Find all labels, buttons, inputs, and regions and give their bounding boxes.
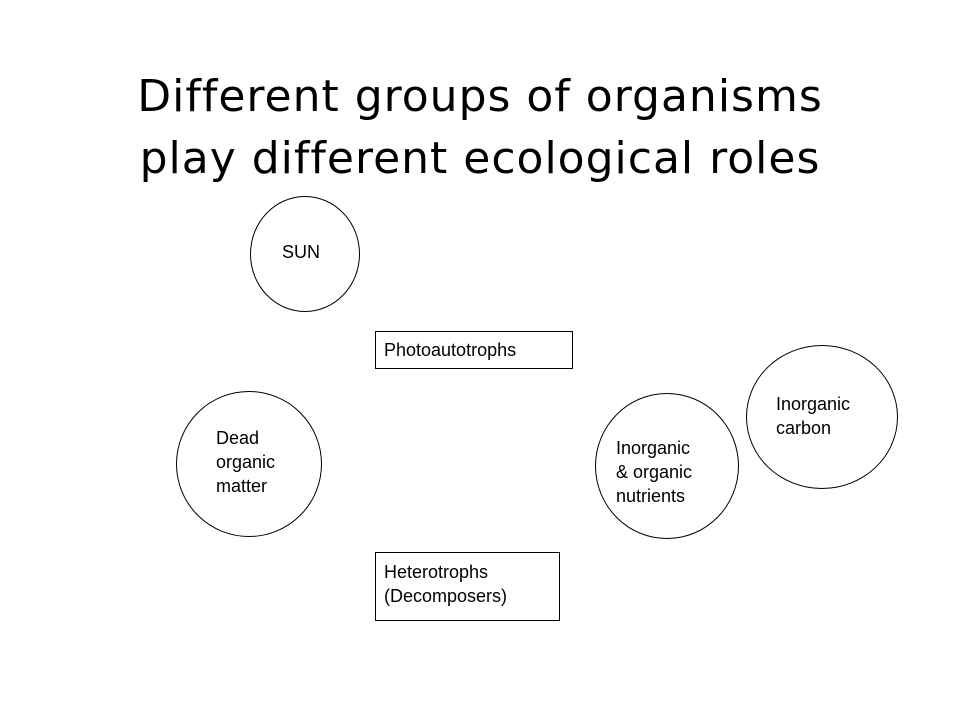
dead-organic-matter-node [176,391,322,537]
title-line-1: Different groups of organisms [137,71,823,122]
sun-node [250,196,360,312]
title-line-2: play different ecological roles [139,133,821,184]
nutrients-label: Inorganic & organic nutrients [616,438,693,506]
page-title: Different groups of organisms play diffe… [0,66,960,190]
photoautotrophs-label: Photoautotrophs [384,340,517,360]
sun-label: SUN [282,242,321,262]
photoautotrophs-node [375,331,573,369]
heterotrophs-node [375,552,560,621]
nutrients-node [595,393,739,539]
inorganic-carbon-label: Inorganic carbon [776,394,851,438]
dead-organic-matter-label: Dead organic matter [216,428,276,496]
inorganic-carbon-node [746,345,898,489]
heterotrophs-label: Heterotrophs (Decomposers) [384,562,508,606]
